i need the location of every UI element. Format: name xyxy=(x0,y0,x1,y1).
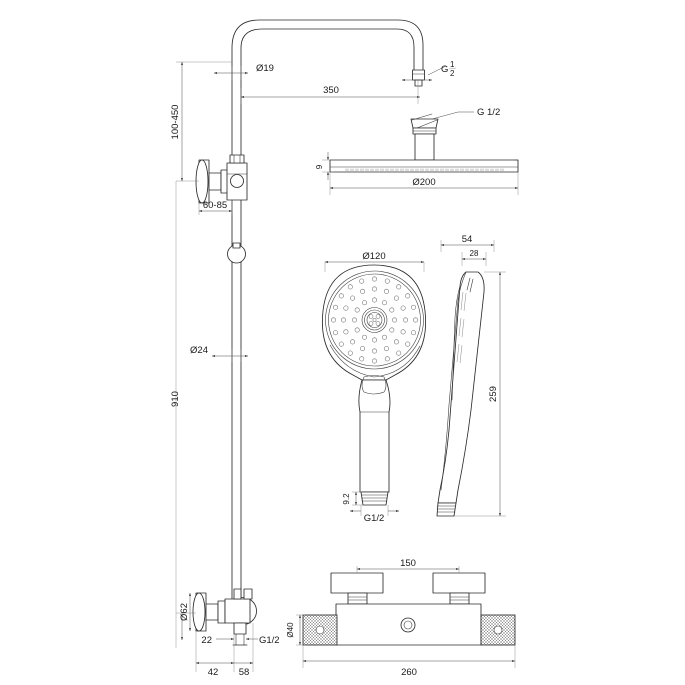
dim-label-g-half-arm-den: 2 xyxy=(450,69,455,78)
dim-label-259: 259 xyxy=(488,386,499,402)
dim-label-150: 150 xyxy=(400,558,416,569)
dim-label-overall-height: 910 xyxy=(170,391,181,407)
dim-label-58: 58 xyxy=(239,667,250,678)
dim-d40: Ø40 xyxy=(286,614,305,646)
dim-label-d19: Ø19 xyxy=(256,63,274,74)
dim-g-half-hand-outlet: G1/2 xyxy=(349,505,400,524)
view-rain-head: G 1/2 9 Ø200 xyxy=(315,107,519,195)
dim-label-height-range: 100-450 xyxy=(170,105,181,140)
dim-label-g-half-arm-num: 1 xyxy=(450,60,455,69)
dim-label-g-half-arm-base: G xyxy=(441,64,448,75)
lower-valve-assembly xyxy=(192,588,257,646)
dim-label-9-2: 9.2 xyxy=(342,493,351,505)
valve-end-caps xyxy=(302,614,516,646)
dim-label-d24: Ø24 xyxy=(190,345,208,356)
dim-d19: Ø19 xyxy=(213,63,274,80)
dim-label-g-half-hand-outlet: G1/2 xyxy=(364,513,385,524)
dim-height-100-450: 100-450 xyxy=(170,61,232,182)
dim-label-g-half-inlet: G1/2 xyxy=(259,635,280,646)
dim-label-350: 350 xyxy=(323,85,339,96)
dim-350: 350 xyxy=(240,80,421,104)
rain-head-plate xyxy=(329,159,519,173)
dim-label-54: 54 xyxy=(462,234,473,245)
dim-label-plate-thickness: 9 xyxy=(315,164,324,169)
dim-label-d40: Ø40 xyxy=(286,622,295,638)
leader-g-half-inlet: G1/2 xyxy=(245,635,280,646)
dim-28: 28 xyxy=(461,249,487,266)
riser-pipe-outline xyxy=(231,19,424,263)
hand-shower-head xyxy=(321,264,427,381)
rain-head-connector xyxy=(410,113,439,161)
riser-tube-lower xyxy=(231,261,242,601)
view-hand-shower-front: Ø120 9.2 G1/2 xyxy=(321,251,427,524)
dim-d24: Ø24 xyxy=(190,345,249,362)
dim-label-28: 28 xyxy=(470,249,479,258)
dim-d200: Ø200 xyxy=(329,172,519,195)
dim-22: 22 xyxy=(201,634,235,672)
dim-label-42: 42 xyxy=(208,667,219,678)
dim-label-60-85: 60-85 xyxy=(203,200,227,211)
dim-plate-thickness: 9 xyxy=(315,152,334,180)
view-riser-column: 100-450 910 Ø19 350 G 1 xyxy=(170,19,457,678)
dim-260: 260 xyxy=(302,645,516,678)
valve-handle-right xyxy=(432,572,486,605)
hand-shower-nozzles xyxy=(331,276,418,364)
dim-height-910: 910 xyxy=(170,181,196,648)
dim-label-g-half-rainhead: G 1/2 xyxy=(477,107,500,118)
dim-label-22: 22 xyxy=(201,635,212,646)
dim-54: 54 xyxy=(440,234,495,252)
dim-d62: Ø62 xyxy=(179,592,192,632)
dim-150: 150 xyxy=(356,558,460,573)
dim-label-d200: Ø200 xyxy=(412,177,435,188)
wall-bracket xyxy=(195,154,248,204)
dim-259: 259 xyxy=(454,271,506,517)
dim-d120: Ø120 xyxy=(324,251,425,272)
dim-60-85: 60-85 xyxy=(198,200,233,215)
dim-42-58: 42 58 xyxy=(195,623,254,678)
hand-shower-outlet xyxy=(360,491,389,506)
dim-label-260: 260 xyxy=(401,667,417,678)
hand-shower-handle xyxy=(358,375,391,493)
valve-body xyxy=(335,603,482,646)
hose-outlet-ball xyxy=(227,242,246,264)
view-hand-shower-side: 54 28 259 xyxy=(436,234,506,517)
dim-label-d62: Ø62 xyxy=(179,603,190,621)
valve-handle-left xyxy=(330,572,384,605)
arm-end-connector xyxy=(412,69,425,87)
dim-label-d120: Ø120 xyxy=(362,251,385,262)
dim-9-2: 9.2 xyxy=(342,491,364,506)
hand-shower-side-outline xyxy=(436,271,485,517)
view-thermostatic-valve: 150 Ø40 260 xyxy=(286,558,516,678)
leader-g-half-rainhead: G 1/2 xyxy=(431,107,500,120)
leader-g-half-arm: G 1 2 xyxy=(401,60,457,82)
